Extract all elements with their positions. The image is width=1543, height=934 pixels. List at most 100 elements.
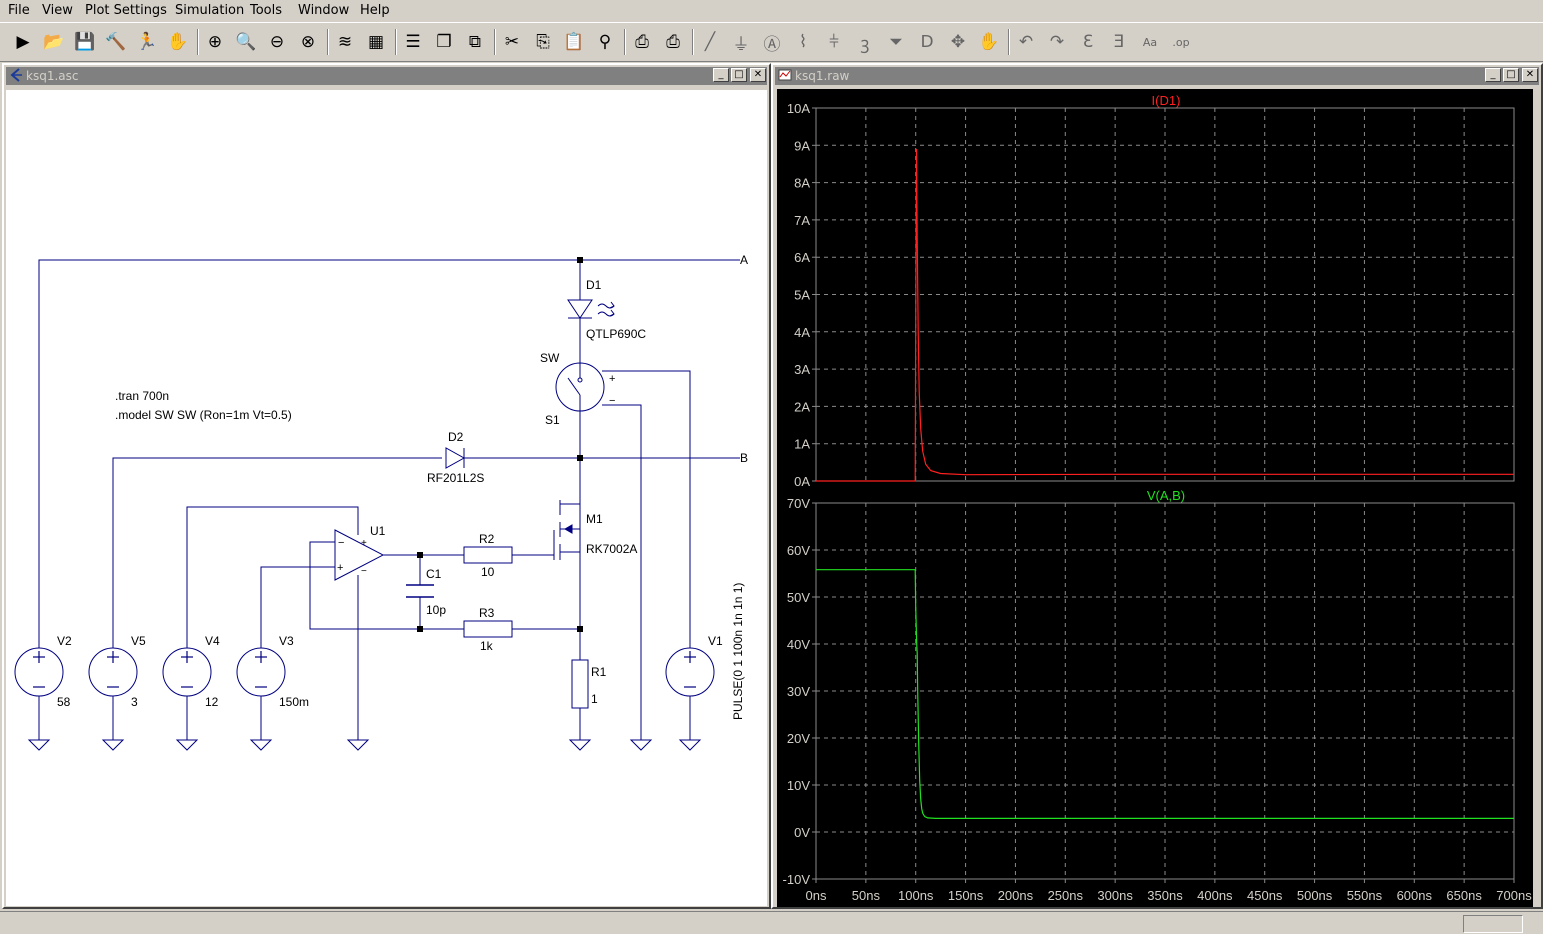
- close-button[interactable]: ✕: [1522, 68, 1538, 82]
- paste-icon[interactable]: 📋: [563, 32, 585, 52]
- print-setup-icon[interactable]: ⎙: [666, 32, 680, 52]
- menu-simulation[interactable]: Simulation: [175, 3, 245, 18]
- spice-directive-icon[interactable]: .op: [1172, 35, 1190, 49]
- maximize-button[interactable]: □: [731, 68, 747, 82]
- capacitor-icon[interactable]: ⫩: [829, 32, 839, 52]
- x-tick-label: 650ns: [1446, 888, 1482, 903]
- status-panel: [1463, 915, 1523, 933]
- sw-label: SW: [540, 351, 560, 365]
- x-tick-label: 600ns: [1397, 888, 1433, 903]
- status-bar: [0, 911, 1543, 934]
- plot-settings-icon[interactable]: ▦: [367, 32, 385, 52]
- move-icon[interactable]: ✥: [950, 32, 966, 52]
- halt-icon[interactable]: 🏃: [136, 32, 158, 52]
- toolbar-separator: [624, 29, 626, 55]
- undo-icon[interactable]: ↶: [1018, 32, 1034, 52]
- cascade-icon[interactable]: ❐: [436, 32, 452, 52]
- net-a-label: A: [740, 253, 748, 267]
- r2-value: 10: [481, 565, 495, 579]
- menu-file[interactable]: File: [8, 3, 30, 18]
- control-panel-icon[interactable]: 🔨: [105, 32, 127, 52]
- y-tick-label: 1A: [794, 437, 810, 452]
- trace-label[interactable]: V(A,B): [1147, 488, 1185, 503]
- y-tick-label: 9A: [794, 138, 810, 153]
- v2-value: 58: [57, 695, 71, 709]
- x-tick-label: 0ns: [806, 888, 827, 903]
- y-tick-label: 4A: [794, 325, 810, 340]
- find-icon[interactable]: ⚲: [598, 32, 612, 52]
- schematic-canvas[interactable]: A B D1 QTLP690C SW S1 + − .tran 700n .mo…: [6, 90, 767, 906]
- menu-bar: File View Plot Settings Simulation Tools…: [0, 0, 1543, 22]
- tran-directive: .tran 700n: [115, 389, 169, 403]
- autorange-icon[interactable]: ≋: [337, 32, 353, 52]
- y-tick-label: 3A: [794, 362, 810, 377]
- waveform-titlebar[interactable]: ksq1.raw _ □ ✕: [775, 67, 1539, 85]
- d2-name: D2: [448, 430, 464, 444]
- text-icon[interactable]: Aa: [1142, 35, 1158, 49]
- r1-resistor: [571, 659, 589, 709]
- ground-icon[interactable]: ⏚: [732, 34, 750, 55]
- cut-icon[interactable]: ✂: [504, 32, 520, 52]
- y-tick-label: 20V: [787, 731, 810, 746]
- zoom-full-icon[interactable]: ⊗: [300, 32, 316, 52]
- inductor-icon[interactable]: ꝫ: [860, 33, 870, 54]
- pause-icon[interactable]: ✋: [167, 32, 189, 52]
- v2-name: V2: [57, 634, 72, 648]
- r2-name: R2: [479, 532, 495, 546]
- tile-vertical-icon[interactable]: ⧉: [468, 32, 482, 52]
- v4-name: V4: [205, 634, 220, 648]
- y-tick-label: -10V: [783, 872, 811, 887]
- close-button[interactable]: ✕: [750, 68, 766, 82]
- zoom-in-icon[interactable]: ⊕: [207, 32, 223, 52]
- mirror-icon[interactable]: Ǝ: [1113, 32, 1125, 52]
- save-icon[interactable]: 💾: [74, 32, 96, 52]
- menu-tools[interactable]: Tools: [250, 3, 283, 18]
- s1-name: S1: [545, 413, 560, 427]
- toolbar-separator: [395, 29, 397, 55]
- voltage-sources: [14, 647, 715, 697]
- wire-icon[interactable]: ╱: [704, 32, 716, 52]
- tile-horizontal-icon[interactable]: ☰: [405, 32, 421, 52]
- trace-label[interactable]: I(D1): [1152, 93, 1181, 108]
- v5-value: 3: [131, 695, 138, 709]
- switch-s1: [555, 362, 605, 412]
- print-icon[interactable]: ⎙: [635, 32, 649, 52]
- menu-view[interactable]: View: [42, 3, 73, 18]
- menu-window[interactable]: Window: [298, 3, 350, 18]
- minimize-button[interactable]: _: [1485, 68, 1501, 82]
- menu-help[interactable]: Help: [360, 3, 390, 18]
- x-tick-label: 450ns: [1247, 888, 1283, 903]
- copy-icon[interactable]: ⎘: [536, 32, 550, 52]
- maximize-button[interactable]: □: [1503, 68, 1519, 82]
- label-net-icon[interactable]: Ⓐ: [763, 34, 781, 55]
- component-icon[interactable]: ᗞ: [920, 32, 934, 52]
- drag-icon[interactable]: ✋: [978, 32, 1000, 52]
- zoom-out-icon[interactable]: ⊖: [269, 32, 285, 52]
- redo-icon[interactable]: ↷: [1049, 32, 1065, 52]
- schematic-titlebar[interactable]: ksq1.asc _ □ ✕: [6, 67, 767, 85]
- zoom-area-icon[interactable]: 🔍: [235, 32, 257, 52]
- x-tick-label: 250ns: [1048, 888, 1084, 903]
- resistor-icon[interactable]: ⌇: [798, 32, 808, 52]
- schematic-window-icon: [9, 68, 23, 85]
- v1-value: PULSE(0 1 100n 1n 1n 1): [731, 583, 745, 720]
- x-tick-label: 100ns: [898, 888, 934, 903]
- waveform-title: ksq1.raw: [795, 69, 850, 83]
- open-icon[interactable]: 📂: [43, 32, 65, 52]
- trace-line[interactable]: [816, 569, 1514, 820]
- x-tick-label: 50ns: [852, 888, 881, 903]
- trace-line[interactable]: [816, 148, 1514, 482]
- rotate-icon[interactable]: Ɛ: [1082, 32, 1094, 52]
- menu-plot-settings[interactable]: Plot Settings: [85, 3, 167, 18]
- run-icon[interactable]: ▶: [16, 32, 30, 52]
- minimize-button[interactable]: _: [713, 68, 729, 82]
- x-tick-label: 400ns: [1197, 888, 1233, 903]
- r1-name: R1: [591, 665, 607, 679]
- svg-text:+: +: [337, 562, 343, 574]
- diode-icon[interactable]: ⏷: [889, 32, 903, 52]
- d1-value: QTLP690C: [586, 327, 646, 341]
- v3-value: 150m: [279, 695, 309, 709]
- r3-resistor: [463, 620, 513, 638]
